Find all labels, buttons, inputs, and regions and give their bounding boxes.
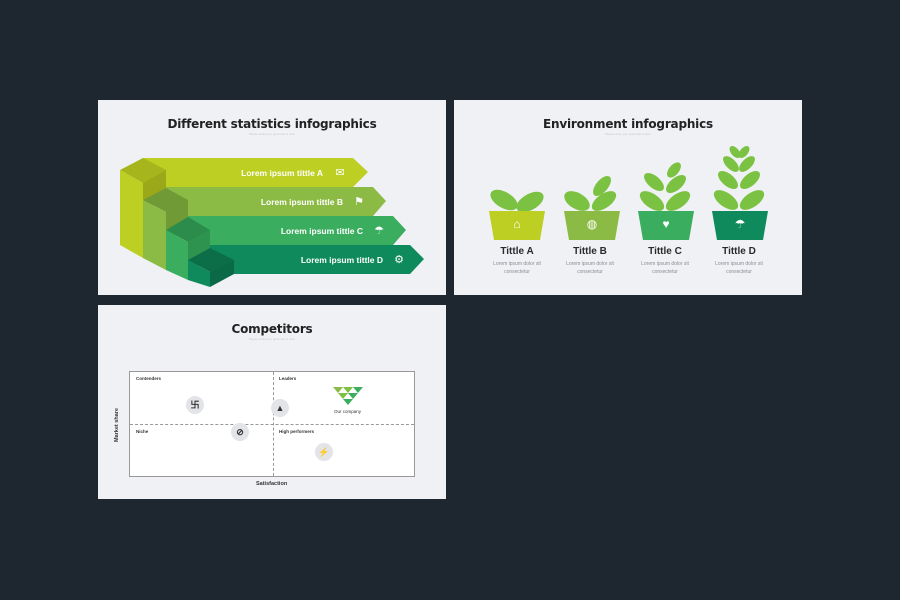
slide-environment[interactable]: Environment infographics Please write yo…	[454, 100, 802, 295]
competitor-logo-icon: ⚡	[315, 443, 333, 461]
y-axis-label: Market share	[113, 408, 120, 442]
pot-a	[489, 211, 545, 240]
gear-icon: ⚙	[394, 254, 404, 266]
plants-graphic	[489, 146, 768, 240]
slide-statistics[interactable]: Different statistics infographics Please…	[98, 100, 446, 295]
item-label-b: Lorem ipsum tittle B	[260, 197, 343, 207]
pot-b	[564, 211, 620, 240]
competitor-logo-icon: ▲	[271, 399, 289, 417]
umbrella-icon: ☂	[734, 217, 746, 231]
competitor-logo-icon: 卐	[186, 396, 204, 414]
horizontal-divider	[130, 424, 414, 425]
x-axis-label: Satisfaction	[256, 481, 288, 487]
umbrella-icon: ☂	[374, 225, 384, 237]
slide-title: Environment infographics	[543, 117, 713, 131]
slide-competitors[interactable]: Competitors Please write your great titl…	[98, 305, 446, 499]
item-title-b: Tittle B	[573, 246, 607, 257]
ribbon-b	[166, 187, 386, 216]
pot-c	[638, 211, 694, 240]
slide-subtitle: Please write your great title is here	[604, 132, 652, 136]
pot-d	[712, 211, 768, 240]
slide-title: Different statistics infographics	[167, 117, 377, 131]
quadrant-contenders: Contenders	[136, 376, 162, 381]
quadrant-box	[129, 371, 415, 477]
quadrant-high-performers: High performers	[279, 429, 315, 434]
ribbon-d	[210, 245, 424, 274]
our-company-logo-icon	[333, 387, 363, 405]
item-label-c: Lorem ipsum tittle C	[280, 226, 363, 236]
quadrant-leaders: Leaders	[279, 376, 297, 381]
staircase-graphic	[120, 158, 424, 287]
slide-title: Competitors	[231, 322, 313, 336]
ribbon-c	[188, 216, 406, 245]
ribbon-a	[143, 158, 368, 187]
globe-icon: ◍	[586, 217, 598, 231]
quadrant-niche: Niche	[136, 429, 149, 434]
item-title-c: Tittle C	[648, 246, 682, 257]
item-title-a: Tittle A	[500, 246, 534, 257]
heart-icon: ♥	[662, 217, 670, 231]
item-label-a: Lorem ipsum tittle A	[241, 168, 323, 178]
slide-subtitle: Please write your great title is here	[248, 337, 296, 341]
item-label-d: Lorem ipsum tittle D	[300, 255, 383, 265]
flag-icon: ⚑	[354, 196, 364, 208]
competitor-logo-icon: ⊘	[231, 423, 249, 441]
slide-subtitle: Please write your great title is here	[248, 132, 296, 136]
home-icon: ⌂	[513, 217, 521, 231]
our-company-label: Our company	[334, 409, 362, 414]
item-title-d: Tittle D	[722, 246, 756, 257]
envelope-icon: ✉	[335, 167, 345, 179]
